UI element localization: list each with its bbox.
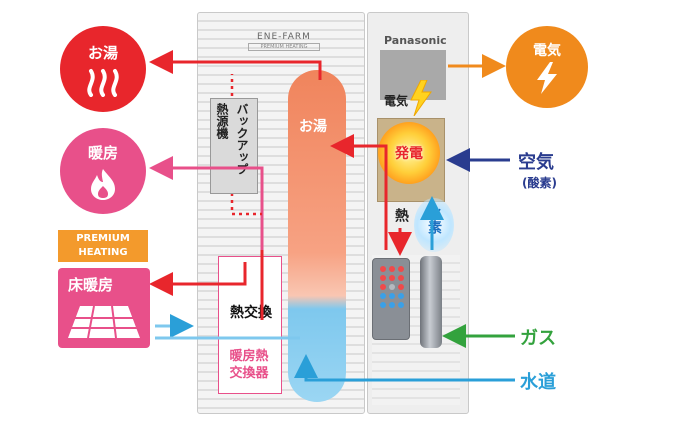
premium-heating-badge: PREMIUM HEATING (58, 230, 148, 262)
electricity-label: 電気 (533, 43, 561, 59)
electricity-output: 電気 (506, 26, 588, 108)
floor-heating-supply-arrow (149, 262, 247, 296)
backup-heat-source (210, 98, 258, 194)
flame-icon (91, 168, 115, 200)
led-grid (380, 266, 404, 308)
led-blue (389, 302, 395, 308)
floor-heating-box: 床暖房 (58, 268, 150, 348)
led-red (389, 275, 395, 281)
electricity-inner-label: 電気 (384, 94, 409, 108)
led-blue (398, 293, 404, 299)
lightning-bolt-icon (537, 62, 557, 94)
backup-label: バックアップ (235, 103, 249, 175)
lightning-icon (410, 80, 432, 116)
tank-label: お湯 (299, 119, 327, 135)
hot-water-label: お湯 (87, 43, 118, 62)
water-in-arrow (294, 354, 515, 382)
air-sub-label: (酸素) (522, 176, 557, 190)
led-red (398, 266, 404, 272)
led-blue (380, 293, 386, 299)
heating-label: 暖房 (87, 143, 118, 162)
heating-output: 暖房 (60, 128, 146, 214)
led-red (380, 275, 386, 281)
led-red (398, 284, 404, 290)
hot-water-output: お湯 (60, 26, 146, 112)
floor-tiles-icon (68, 305, 140, 339)
led-blue (398, 302, 404, 308)
steam-icon (87, 68, 119, 97)
backup-side-label: 熱源機 (215, 103, 229, 139)
heating-exchanger-label: 暖房熱 交換器 (229, 349, 269, 381)
led-red (398, 275, 404, 281)
gas-reformer-cylinder (420, 256, 442, 348)
right-top-panel (380, 50, 446, 100)
heating-heat-exchanger (218, 256, 282, 394)
heat-to-tank-arrow (330, 134, 388, 250)
led-red (380, 266, 386, 272)
led-blue (389, 293, 395, 299)
panasonic-logo: Panasonic (384, 34, 447, 47)
led-red (380, 284, 386, 290)
led-red (389, 266, 395, 272)
led-blue (380, 302, 386, 308)
heat-label: 熱 (393, 208, 409, 222)
hot-water-out-arrow (149, 50, 322, 80)
gas-label: ガス (520, 328, 556, 349)
hot-water-tank (288, 70, 346, 402)
led-gray (389, 284, 395, 290)
power-generation-burst (378, 122, 440, 184)
power-gen-label: 発電 (395, 146, 423, 162)
floor-heating-label: 床暖房 (68, 276, 114, 294)
air-label: 空気 (518, 152, 554, 173)
heating-out-arrow (149, 156, 264, 250)
water-label: 水道 (520, 372, 556, 393)
ene-farm-logo: ENE-FARM PREMIUM HEATING (248, 32, 320, 51)
